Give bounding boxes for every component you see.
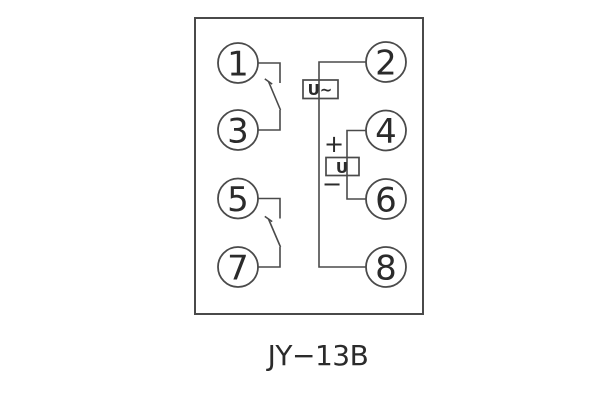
terminal-7-circle	[217, 246, 259, 288]
dc-voltage-element-box	[325, 156, 360, 177]
terminal-5-label: 5	[227, 180, 249, 220]
terminal-7-label: 7	[227, 249, 249, 289]
terminal-6-label: 6	[375, 181, 397, 221]
ac-voltage-label: U~	[308, 81, 333, 99]
wire-ac-voltage-bus	[318, 61, 366, 268]
model-label: JY−13B	[266, 339, 369, 372]
terminal-8-label: 8	[375, 249, 397, 289]
dc-minus-sign: −	[322, 170, 342, 198]
wire-terminal7-stub	[258, 247, 281, 268]
terminal-2-label: 2	[375, 44, 397, 84]
terminal-4-label: 4	[375, 112, 397, 152]
terminal-3-circle	[217, 109, 259, 151]
terminal-6-circle	[365, 178, 407, 220]
terminal-5-circle	[217, 177, 259, 220]
terminal-1-label: 1	[227, 45, 249, 85]
terminal-8-circle	[365, 246, 407, 288]
terminal-1-circle	[217, 42, 259, 84]
contact1-moving-blade	[267, 81, 282, 111]
dc-plus-sign: +	[324, 130, 344, 158]
wire-dc-voltage-branch	[346, 129, 366, 200]
wire-terminal5-stub	[258, 197, 281, 219]
ac-voltage-element-box	[302, 79, 339, 100]
wire-terminal3-stub	[258, 110, 281, 131]
contact2-moving-blade	[267, 218, 282, 248]
terminal-3-label: 3	[227, 112, 249, 152]
wire-terminal1-stub	[258, 62, 281, 83]
dc-voltage-label: U	[336, 159, 348, 177]
relay-case-outline	[194, 17, 424, 315]
terminal-2-circle	[365, 41, 407, 83]
terminal-4-circle	[365, 109, 407, 152]
